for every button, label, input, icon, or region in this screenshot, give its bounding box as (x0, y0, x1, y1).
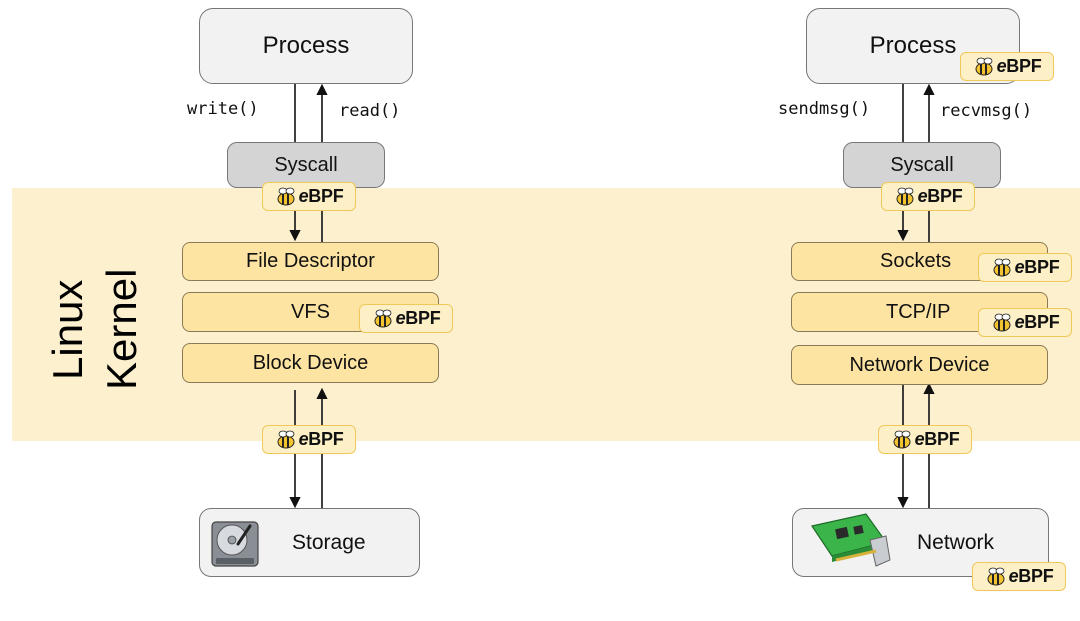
bee-icon (896, 187, 914, 205)
ebpf-badge-right-process: eBPF (960, 52, 1054, 81)
ebpf-prefix: e (996, 56, 1007, 76)
ebpf-prefix: e (298, 186, 309, 206)
right-network-device-box: Network Device (791, 345, 1048, 385)
ebpf-suffix: BPF (1018, 566, 1054, 586)
right-recvmsg-call-label: recvmsg() (940, 101, 1033, 121)
bee-icon (374, 309, 392, 327)
left-process-box: Process (199, 8, 413, 84)
ebpf-label: eBPF (1015, 312, 1060, 333)
left-read-call-label: read() (339, 101, 401, 121)
ebpf-label: eBPF (997, 56, 1042, 77)
hard-disk-icon (211, 521, 259, 567)
network-label: Network (917, 530, 995, 554)
ebpf-label: eBPF (299, 186, 344, 207)
ebpf-suffix: BPF (1024, 312, 1060, 332)
ebpf-badge-left-block: eBPF (262, 425, 356, 454)
right-syscall-box: Syscall (843, 142, 1001, 188)
ebpf-badge-left-vfs: eBPF (359, 304, 453, 333)
ebpf-prefix: e (298, 429, 309, 449)
ebpf-prefix: e (914, 429, 925, 449)
ebpf-prefix: e (395, 308, 406, 328)
ebpf-badge-right-syscall: eBPF (881, 182, 975, 211)
bee-icon (893, 430, 911, 448)
ebpf-suffix: BPF (308, 429, 344, 449)
ebpf-label: eBPF (1009, 566, 1054, 587)
left-write-call-label: write() (187, 99, 259, 119)
network-card-icon (811, 513, 891, 567)
ebpf-suffix: BPF (405, 308, 441, 328)
left-block-device-box: Block Device (182, 343, 439, 383)
left-syscall-box: Syscall (227, 142, 385, 188)
right-sendmsg-call-label: sendmsg() (778, 99, 871, 119)
ebpf-badge-right-network: eBPF (972, 562, 1066, 591)
ebpf-suffix: BPF (1006, 56, 1042, 76)
ebpf-badge-right-tcpip: eBPF (978, 308, 1072, 337)
left-file-descriptor-box: File Descriptor (182, 242, 439, 281)
ebpf-suffix: BPF (1024, 257, 1060, 277)
storage-label: Storage (292, 530, 366, 554)
ebpf-suffix: BPF (924, 429, 960, 449)
ebpf-prefix: e (1008, 566, 1019, 586)
bee-icon (993, 313, 1011, 331)
bee-icon (975, 57, 993, 75)
ebpf-prefix: e (1014, 312, 1025, 332)
ebpf-badge-right-netdev: eBPF (878, 425, 972, 454)
bee-icon (987, 567, 1005, 585)
ebpf-label: eBPF (1015, 257, 1060, 278)
ebpf-label: eBPF (918, 186, 963, 207)
bee-icon (277, 187, 295, 205)
bee-icon (993, 258, 1011, 276)
ebpf-suffix: BPF (308, 186, 344, 206)
ebpf-label: eBPF (396, 308, 441, 329)
ebpf-badge-left-syscall: eBPF (262, 182, 356, 211)
ebpf-prefix: e (917, 186, 928, 206)
ebpf-prefix: e (1014, 257, 1025, 277)
ebpf-suffix: BPF (927, 186, 963, 206)
bee-icon (277, 430, 295, 448)
ebpf-label: eBPF (299, 429, 344, 450)
ebpf-label: eBPF (915, 429, 960, 450)
ebpf-badge-right-sockets: eBPF (978, 253, 1072, 282)
